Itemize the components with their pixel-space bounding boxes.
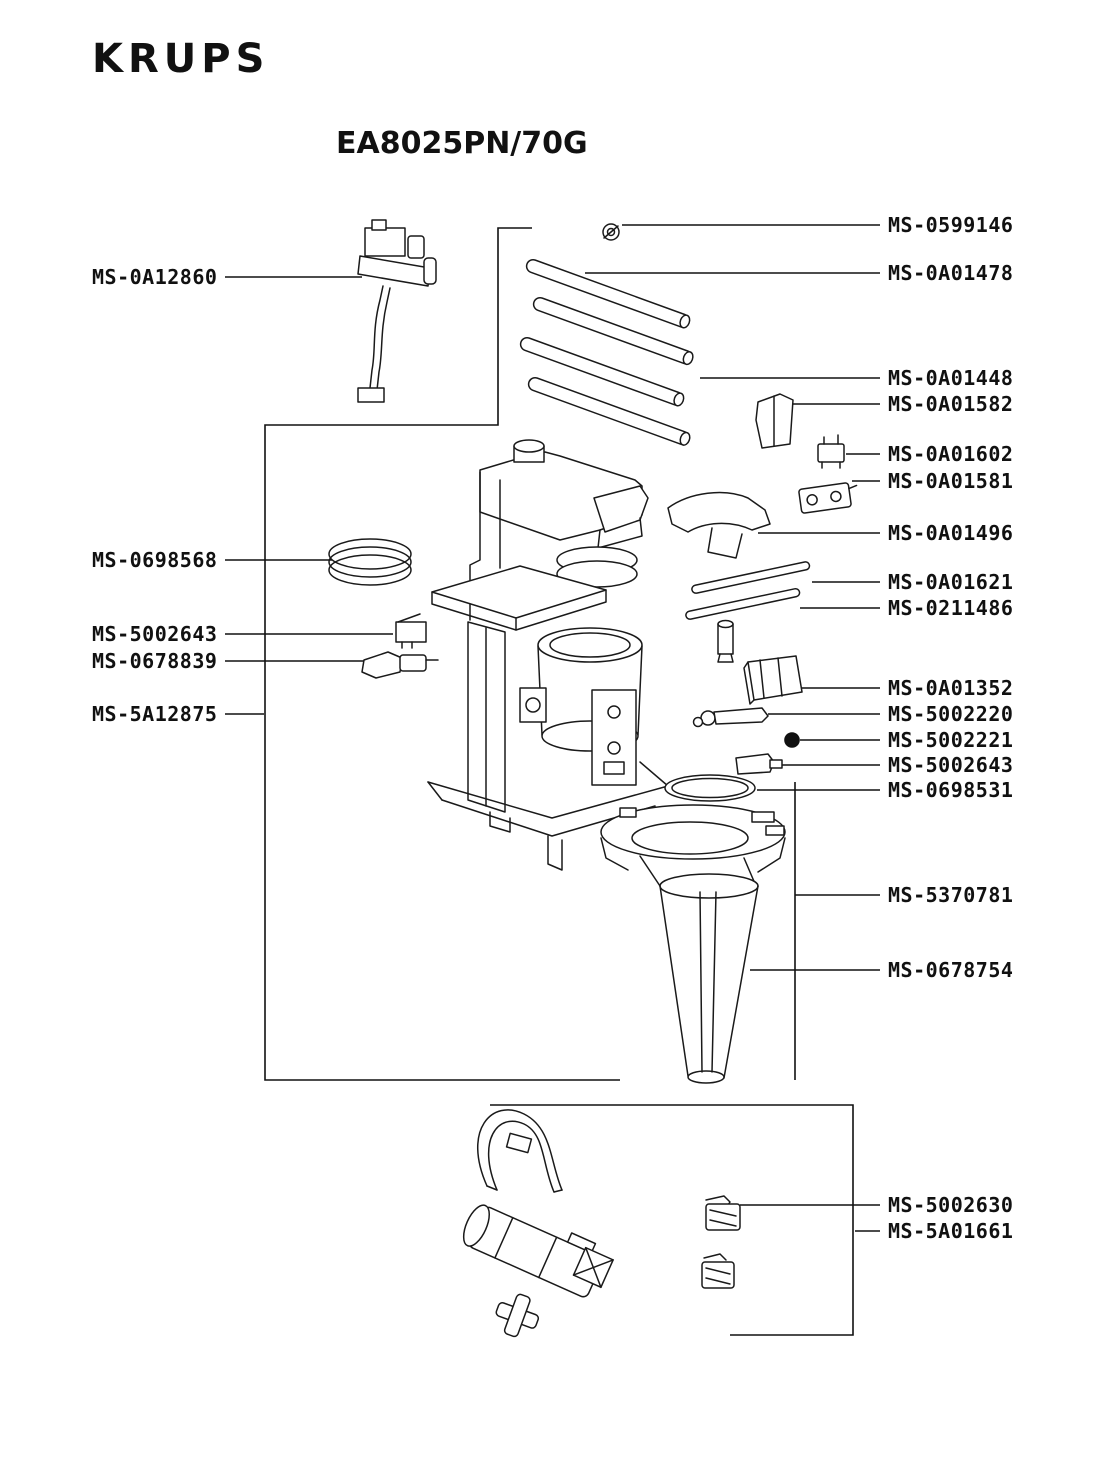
clip-part-b [701,1253,735,1289]
part-label: MS-5002221 [888,728,1014,752]
part-label: MS-0698531 [888,778,1014,802]
part-label: MS-0678839 [92,649,218,673]
part-label: MS-5A01661 [888,1219,1014,1243]
micro-switch-left-part [395,613,427,649]
part-label: MS-0A01478 [888,261,1014,285]
part-label: MS-5002643 [92,622,218,646]
part-label: MS-0A01352 [888,676,1014,700]
part-label: MS-0A01496 [888,521,1014,545]
part-label: MS-0599146 [888,213,1014,237]
main-assembly [427,439,669,871]
clip-plate-part [735,753,783,775]
cone-chute-part [659,873,759,1084]
part-label: MS-0A01621 [888,570,1014,594]
connector-part [361,651,439,679]
part-label: MS-0678754 [888,958,1014,982]
bracket-lines [264,227,854,1336]
grommet-dot-part [784,732,800,748]
pump-assembly [462,1109,614,1338]
part-label: MS-5002220 [888,702,1014,726]
part-label: MS-0211486 [888,596,1014,620]
small-cylinder-part [717,619,734,663]
brand-logo: KRUPS [92,36,270,82]
pillar-part [755,393,794,449]
part-label: MS-0A01602 [888,442,1014,466]
thermoblock-bracket-part [357,219,437,403]
part-label: MS-0A01448 [888,366,1014,390]
part-label: MS-0698568 [92,548,218,572]
curved-bracket-part [667,491,771,559]
part-label: MS-0A01581 [888,469,1014,493]
line-art [328,219,858,1338]
o-ring-part [664,774,756,802]
leader-lines [225,224,880,1232]
thin-tube-parts [685,561,811,620]
tube-parts [519,258,694,446]
bracket-box-part [743,655,803,705]
part-label: MS-5002630 [888,1193,1014,1217]
part-label: MS-0A01582 [888,392,1014,416]
part-label: MS-0A12860 [92,265,218,289]
funnel-part [600,804,786,887]
micro-switch-upper-part [817,434,845,469]
part-label: MS-5002643 [888,753,1014,777]
model-title: EA8025PN/70G [336,126,588,161]
part-label: MS-5A12875 [92,702,218,726]
part-label: MS-5370781 [888,883,1014,907]
switch-plate-part [798,482,858,514]
gasket-coil-part [328,538,412,586]
screw-part [602,223,620,241]
lever-part [692,707,769,728]
clip-part-a [705,1195,741,1231]
